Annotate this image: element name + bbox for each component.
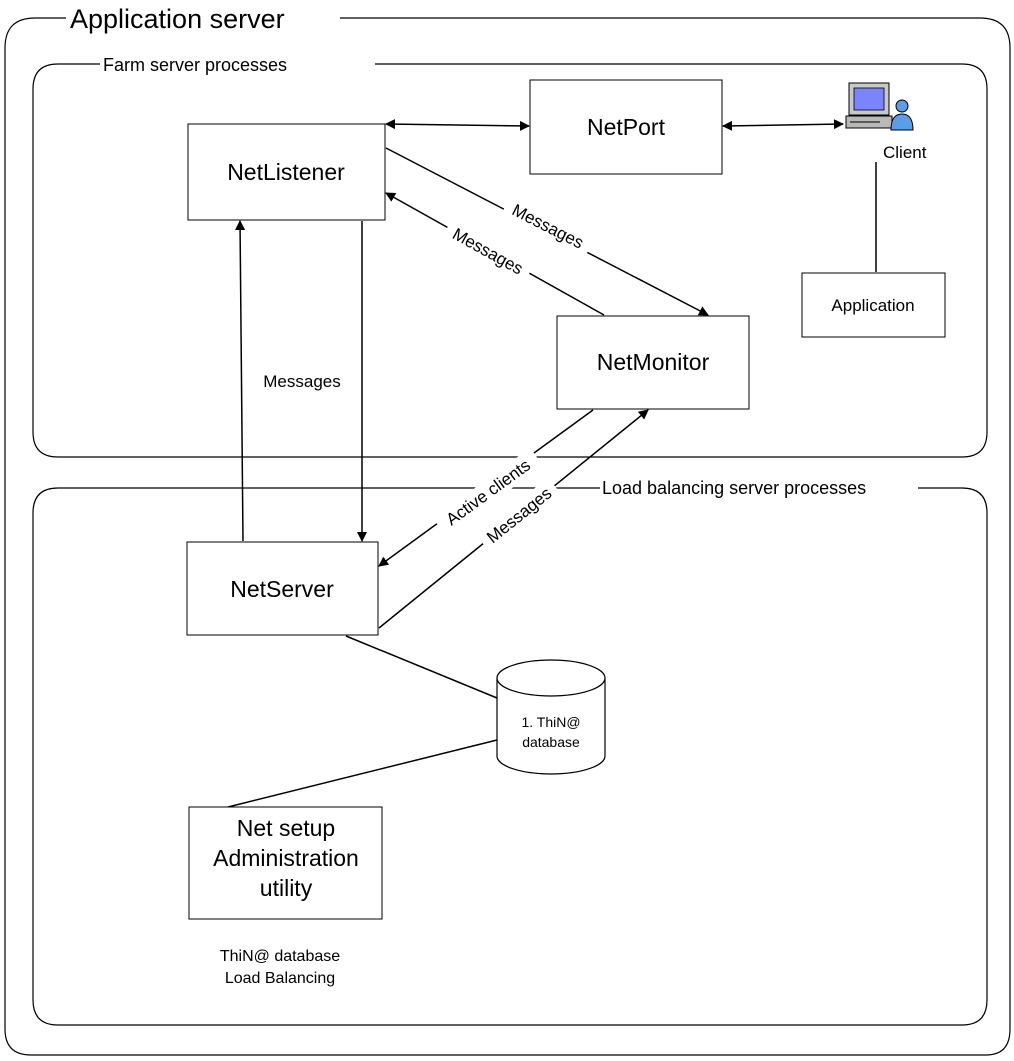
database-label-line2: database	[522, 734, 580, 750]
netmonitor-label: NetMonitor	[597, 349, 710, 375]
arrow-server-to-listener	[235, 220, 246, 542]
application-server-container: Application server	[4, 4, 1011, 1056]
arrow-netlistener-netport	[385, 119, 530, 131]
label-listener-to-monitor: Messages	[509, 200, 587, 252]
application-server-title: Application server	[70, 4, 285, 34]
label-server-to-listener: Messages	[263, 372, 340, 391]
client-label: Client	[883, 143, 927, 162]
load-balancing-title: Load balancing server processes	[602, 478, 866, 498]
line-setup-database	[227, 739, 498, 808]
net-setup-label-line1: Net setup	[237, 815, 335, 841]
net-setup-label-line2: Administration	[213, 845, 359, 871]
arrow-netport-client	[722, 119, 844, 131]
database-label-line1: 1. ThiN@	[521, 714, 580, 730]
caption-line1: ThiN@ database	[220, 948, 340, 965]
netserver-node: NetServer	[186, 541, 379, 636]
computer-user-icon	[845, 82, 914, 131]
net-setup-label-line3: utility	[260, 875, 313, 901]
edge-labels: Messages Messages Messages Active client…	[248, 194, 595, 553]
farm-processes-container: Farm server processes	[32, 55, 988, 458]
load-balancing-container: Load balancing server processes	[32, 478, 988, 1026]
caption-line2: Load Balancing	[225, 970, 335, 987]
netport-node: NetPort	[529, 79, 723, 175]
farm-processes-title: Farm server processes	[103, 55, 287, 75]
netlistener-label: NetListener	[227, 159, 345, 185]
net-setup-node: Net setup Administration utility	[188, 806, 383, 920]
netport-label: NetPort	[587, 114, 666, 140]
application-label: Application	[831, 296, 914, 315]
netmonitor-node: NetMonitor	[556, 315, 750, 410]
netlistener-node: NetListener	[187, 123, 386, 221]
netserver-label: NetServer	[230, 576, 334, 602]
line-server-database	[345, 635, 498, 699]
database-cylinder-icon: 1. ThiN@ database	[496, 659, 606, 775]
application-node: Application	[801, 272, 946, 338]
label-monitor-to-listener: Messages	[449, 224, 526, 278]
